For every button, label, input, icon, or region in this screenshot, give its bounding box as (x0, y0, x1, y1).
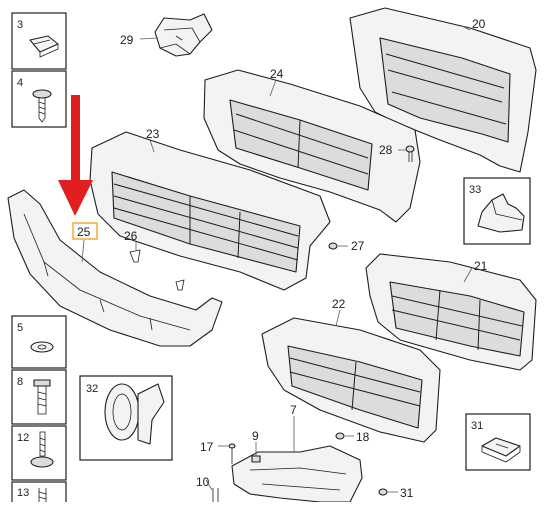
bolt-head-part (33, 379, 51, 387)
callout-17: 17 (200, 440, 214, 454)
callout-22: 22 (332, 297, 346, 311)
washer-part (30, 341, 54, 353)
part-25-lower-spoiler[interactable]: 25 (7, 189, 223, 347)
callout-26: 26 (124, 229, 138, 243)
screw-head-part (32, 89, 52, 99)
callout-9: 9 (252, 429, 259, 443)
fastener-17[interactable]: 17 (200, 440, 236, 464)
part-21-air-shutter[interactable]: 21 (365, 253, 537, 371)
part-7-undertray[interactable]: 7 (231, 403, 363, 503)
hardware-box-33-number: 33 (469, 184, 481, 196)
hardware-box-4[interactable]: 4 (11, 70, 67, 128)
callout-20: 20 (472, 17, 486, 31)
part-20-frame[interactable]: 20 (349, 7, 537, 173)
hardware-box-4-number: 4 (17, 77, 23, 89)
callout-7: 7 (290, 403, 297, 417)
part-29-bracket[interactable]: 29 (120, 13, 213, 57)
callout-27: 27 (351, 239, 365, 253)
part-24-upper-carrier[interactable]: 24 (203, 67, 421, 223)
fastener-9[interactable]: 9 (251, 429, 261, 463)
hardware-box-8-number: 8 (17, 376, 23, 388)
fastener-31[interactable]: 31 (378, 486, 414, 500)
callout-21: 21 (474, 259, 488, 273)
part-22-lower-shutter[interactable]: 22 (261, 297, 441, 443)
fastener-27[interactable]: 27 (328, 239, 365, 253)
sensor-bracket-part (104, 383, 140, 441)
hardware-box-5-number: 5 (17, 322, 23, 334)
red-pointer-arrow (58, 95, 93, 216)
hardware-box-12[interactable]: 12 (11, 425, 67, 481)
hardware-box-31-number: 31 (471, 420, 483, 432)
hardware-box-3-number: 3 (17, 19, 23, 31)
hardware-box-5[interactable]: 5 (11, 315, 67, 369)
callout-23: 23 (146, 127, 160, 141)
fastener-18[interactable]: 18 (335, 430, 370, 444)
fastener-26[interactable]: 26 (124, 229, 185, 291)
bracket-cap-part (477, 193, 525, 233)
hardware-box-33[interactable]: 33 (463, 177, 531, 245)
hardware-box-13[interactable]: 13 (11, 481, 67, 505)
hardware-box-13-number: 13 (17, 487, 29, 499)
hardware-box-32[interactable]: 32 (79, 375, 173, 461)
highlight-box-25 (72, 222, 98, 240)
flange-bolt-part (30, 456, 54, 468)
callout-18: 18 (356, 430, 370, 444)
callout-25: 25 (77, 225, 91, 239)
callout-31: 31 (400, 486, 414, 500)
callout-10: 10 (196, 475, 210, 489)
hardware-box-32-number: 32 (86, 383, 98, 395)
hardware-box-31[interactable]: 31 (465, 413, 531, 471)
hardware-box-3[interactable]: 3 (11, 12, 67, 70)
part-23-radiator-support[interactable]: 23 (89, 127, 331, 291)
hardware-box-8[interactable]: 8 (11, 369, 67, 425)
fastener-10[interactable]: 10 (196, 475, 219, 502)
hardware-box-12-number: 12 (17, 432, 29, 444)
callout-28: 28 (379, 143, 393, 157)
callout-24: 24 (270, 67, 284, 81)
callout-29: 29 (120, 33, 134, 47)
fastener-28[interactable]: 28 (379, 143, 415, 162)
